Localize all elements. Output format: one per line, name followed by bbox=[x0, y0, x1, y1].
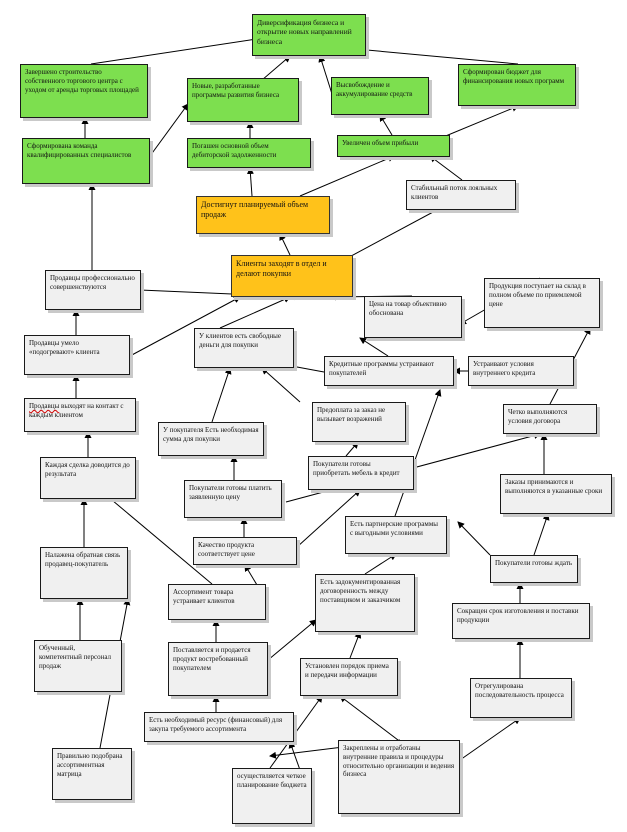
edge-arrow-5 bbox=[149, 103, 189, 157]
node-sellers-contact: Продавцы выходят на контакт с каждым кли… bbox=[24, 398, 136, 432]
edge-arrow-41 bbox=[457, 521, 491, 556]
node-prepay: Предоплата за заказ не вызывает возражен… bbox=[312, 402, 406, 442]
node-team: Сформирована команда квалифицированных с… bbox=[22, 138, 150, 184]
edge-arrow-45 bbox=[267, 619, 317, 661]
node-new-programs: Новые, разработанные программы развития … bbox=[187, 78, 299, 122]
edge-arrow-53 bbox=[459, 717, 521, 761]
node-buyers-ready-pay: Покупатели готовы платить заявленную цен… bbox=[184, 480, 282, 518]
node-sellers-improve: Продавцы профессионально совершенствуютс… bbox=[45, 270, 141, 310]
node-contract-terms: Четко выполняются условия договора bbox=[503, 404, 597, 434]
node-each-deal: Каждая сделка доводится до результата bbox=[40, 457, 136, 499]
edge-arrow-38 bbox=[99, 489, 213, 585]
edge-arrow-40 bbox=[364, 553, 397, 575]
node-resource: Есть необходимый ресурс (финансовый) для… bbox=[144, 712, 294, 742]
node-stock-arrives: Продукция поступает на склад в полном об… bbox=[484, 278, 600, 328]
edge-arrow-8 bbox=[435, 105, 519, 141]
node-profit-up: Увеличен объем прибыли bbox=[337, 135, 450, 157]
node-partner-programs: Есть партнерские программы с выгодными у… bbox=[345, 516, 447, 554]
node-clients-come: Клиенты заходят в отдел и делают покупки bbox=[231, 255, 353, 297]
edge-arrow-3 bbox=[344, 45, 519, 65]
edge-arrow-50 bbox=[269, 695, 323, 769]
node-buyers-wait: Покупатели готовы ждать bbox=[490, 555, 578, 583]
edge-arrow-24 bbox=[261, 367, 301, 403]
node-credit-programs: Кредитные программы устраивают покупател… bbox=[324, 356, 454, 386]
edge-arrow-13 bbox=[339, 203, 449, 263]
edge-arrow-12 bbox=[279, 233, 291, 256]
node-order-info: Установлен порядок приема и передачи инф… bbox=[300, 658, 398, 696]
node-sellers-skill: Продавцы умело «подогревают» клиента bbox=[24, 335, 130, 375]
node-quality: Качество продукта соответствует цене bbox=[193, 537, 297, 565]
edge-arrow-54 bbox=[339, 695, 399, 741]
edge-arrow-27 bbox=[211, 367, 232, 423]
node-rules: Закреплены и отработаны внутренние прави… bbox=[338, 740, 460, 814]
node-credit-terms: Устраивают условия внутреннего кредита bbox=[468, 356, 574, 386]
node-construction: Завершено строительство собственного тор… bbox=[20, 64, 148, 118]
node-loyal-flow: Стабильный поток лояльных клиентов bbox=[406, 180, 516, 210]
edge-arrow-7 bbox=[379, 114, 393, 136]
node-buyer-sum: У покупателя Есть необходимая сумма для … bbox=[158, 422, 264, 456]
node-buyers-ready-furniture: Покупатели готовы приобретать мебель в к… bbox=[308, 456, 414, 490]
edge-arrow-37 bbox=[533, 513, 550, 556]
edge-arrow-19 bbox=[129, 296, 241, 357]
node-release-funds: Высвобождение и аккумулирование средств bbox=[331, 77, 429, 115]
node-short-terms: Сокращен срок изготовления и поставки пр… bbox=[452, 603, 590, 639]
edge-arrow-10 bbox=[299, 155, 395, 197]
node-diversification: Диверсификация бизнеса и открытие новых … bbox=[252, 14, 366, 56]
edge-arrow-2 bbox=[318, 55, 333, 95]
node-documented: Есть задокументированная договоренность … bbox=[315, 574, 415, 632]
node-assortment: Ассортимент товара устраивает клиентов bbox=[168, 584, 266, 620]
edge-arrow-52 bbox=[288, 741, 301, 771]
node-feedback: Налажена обратная связь продавец-покупат… bbox=[40, 547, 128, 599]
node-sales-reached: Достигнут планируемый объем продаж bbox=[196, 196, 330, 234]
node-debt-paid: Погашен основной объем дебиторской задол… bbox=[187, 138, 311, 168]
node-planning: осуществляется четкое планирование бюдже… bbox=[232, 768, 312, 824]
edge-arrow-20 bbox=[219, 296, 291, 329]
node-price-ok: Цена на товар объективно обоснована bbox=[364, 296, 462, 338]
edge-arrow-29 bbox=[345, 441, 359, 457]
node-process-seq: Отрегулирована последовательность процес… bbox=[470, 678, 572, 718]
node-clients-money: У клиентов есть свободные деньги для пок… bbox=[194, 328, 294, 368]
edge-arrow-11 bbox=[429, 155, 463, 181]
node-supplied: Поставляется и продается продукт востреб… bbox=[168, 642, 268, 696]
edge-arrow-9 bbox=[246, 167, 254, 197]
edge-arrow-33 bbox=[394, 389, 442, 517]
node-orders-accepted: Заказы принимаются и выполняются в указа… bbox=[500, 474, 612, 514]
edge-arrow-46 bbox=[349, 631, 362, 659]
node-trained-staff: Обученный, компетентный персонал продаж bbox=[34, 640, 122, 692]
node-budget: Сформирован бюджет для финансирования но… bbox=[458, 64, 576, 106]
edge-arrow-21 bbox=[359, 337, 389, 357]
node-matrix: Правильно подобрана ассортиментная матри… bbox=[52, 748, 132, 800]
edge-arrow-36 bbox=[296, 489, 361, 548]
